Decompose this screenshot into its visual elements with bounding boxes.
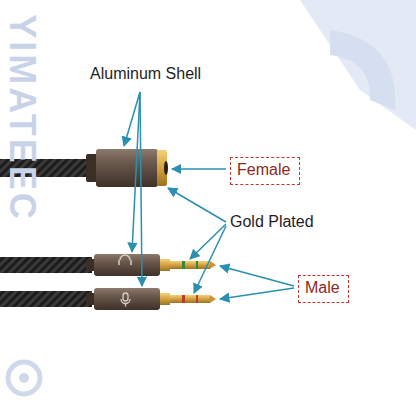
gold-plated-pin bbox=[160, 259, 170, 271]
leader-line bbox=[220, 266, 294, 286]
microphone-icon bbox=[121, 299, 130, 307]
leader-line bbox=[194, 226, 226, 293]
callout-text: Male bbox=[305, 278, 342, 297]
gold-plated-pin bbox=[160, 293, 170, 305]
aluminum-shell bbox=[94, 288, 160, 310]
part-label: Aluminum Shell bbox=[90, 64, 201, 83]
callout-box: Male bbox=[298, 275, 349, 303]
watermark: YIMATEEC bbox=[4, 14, 40, 221]
leader-line bbox=[190, 224, 226, 259]
leader-line bbox=[132, 92, 140, 252]
leader-lines bbox=[124, 92, 294, 299]
gold-plated-pin bbox=[170, 295, 210, 303]
logo-mark bbox=[8, 362, 40, 394]
pin-tip bbox=[210, 295, 216, 303]
leader-line bbox=[172, 168, 226, 170]
headphone-icon bbox=[119, 255, 131, 265]
braided-cable bbox=[0, 257, 92, 273]
pin-ring bbox=[196, 261, 198, 269]
callout-box: Female bbox=[230, 157, 300, 185]
callout-text: Female bbox=[237, 160, 293, 179]
logo-mark bbox=[19, 373, 29, 383]
aluminum-shell bbox=[94, 254, 160, 276]
pin-ring bbox=[182, 295, 185, 303]
gold-plated-pin bbox=[170, 261, 210, 269]
leader-line bbox=[168, 188, 226, 222]
pin-ring bbox=[196, 295, 198, 303]
part-label: Gold Plated bbox=[230, 212, 314, 231]
pin-ring bbox=[182, 261, 185, 269]
gold-ring bbox=[157, 150, 167, 186]
background-shape bbox=[300, 0, 416, 130]
jack-hole bbox=[164, 161, 168, 175]
microphone-icon bbox=[123, 293, 128, 301]
leader-line bbox=[140, 92, 142, 286]
pin-tip bbox=[210, 261, 216, 269]
background-shape bbox=[330, 30, 395, 110]
braided-cable bbox=[0, 291, 92, 307]
leader-line bbox=[220, 288, 294, 299]
aluminum-shell bbox=[96, 149, 158, 187]
